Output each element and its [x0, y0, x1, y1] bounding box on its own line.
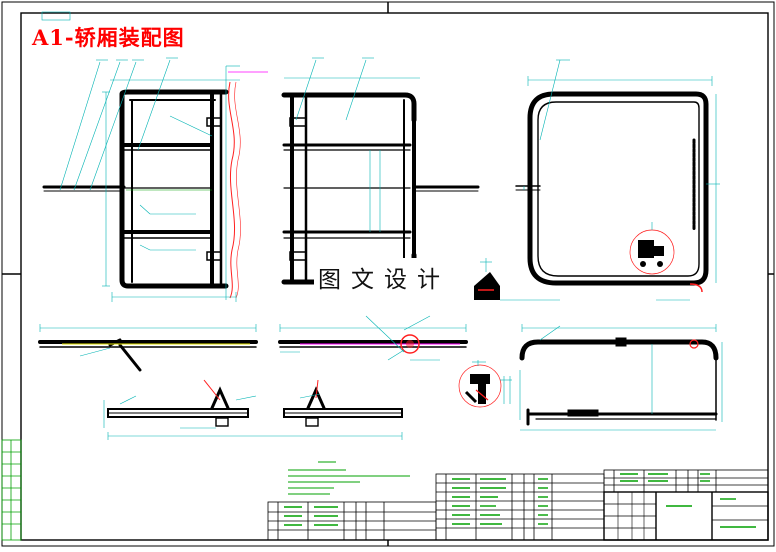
bottom-right-accent — [689, 339, 699, 349]
technical-notes — [288, 461, 410, 495]
left-edge-table — [1, 439, 22, 541]
front-view-left — [42, 89, 229, 289]
front-view-right — [281, 92, 480, 285]
accent-lines — [126, 71, 268, 191]
dimensions-bottom-right — [519, 324, 723, 431]
break-line-right — [234, 81, 241, 299]
detail-center-accent — [475, 389, 489, 401]
leader-tags-front — [96, 57, 374, 67]
watermark-label: 图文设计 — [314, 258, 454, 296]
dimensions-front-view — [59, 59, 420, 302]
section-arrow-side — [689, 283, 703, 293]
dimensions-bar-views — [39, 315, 467, 361]
beam-view — [107, 386, 403, 427]
title-block — [603, 491, 769, 541]
detail-circle-center — [458, 364, 502, 408]
table-text-marks — [284, 473, 756, 528]
break-line-left — [228, 81, 235, 299]
dimensions-center — [472, 360, 512, 404]
sheet-tag-box — [41, 11, 71, 21]
detail-circle-bar-inner — [406, 340, 414, 348]
dimensions-beam — [103, 393, 403, 440]
bar-view-right — [278, 340, 468, 348]
dimensions-side-view — [523, 59, 720, 283]
detail-circle-bar — [400, 334, 420, 354]
bracket-detail-top — [474, 258, 560, 301]
parts-table-left — [267, 501, 437, 541]
detail-part-side — [638, 240, 664, 267]
bottom-right-view — [519, 337, 719, 426]
parts-table-center — [435, 473, 605, 541]
bar-view-left — [38, 338, 258, 372]
drawing-title: A1-轿厢装配图 — [32, 25, 185, 50]
detail-part-center — [464, 374, 490, 404]
